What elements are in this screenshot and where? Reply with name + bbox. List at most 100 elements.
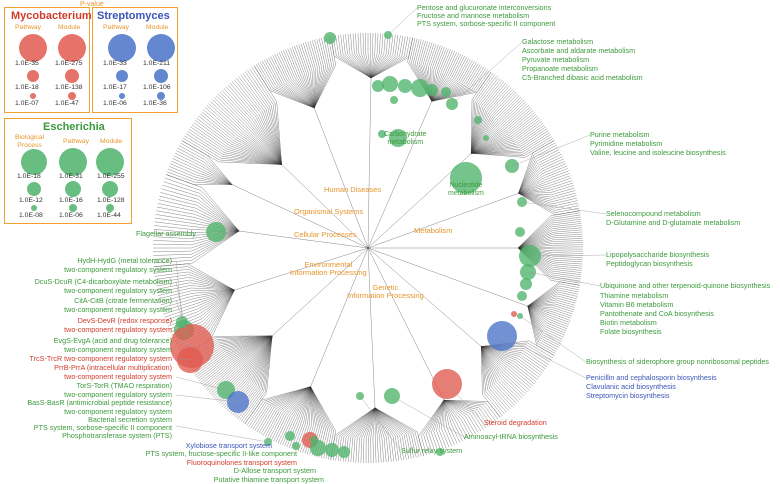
enrichment-bubble: [382, 76, 398, 92]
legend-strep-val: 1.0E-211: [143, 60, 171, 67]
legend-mycobacterium: Mycobacterium Pathway Module 1.0E-35 1.0…: [4, 7, 92, 113]
legend-myco-val: 1.0E-275: [55, 60, 83, 67]
legend-size-circle: [65, 181, 81, 197]
pathway-label: Penicillin and cephalosporin biosynthesi…: [586, 373, 717, 382]
enrichment-bubble: [441, 87, 451, 97]
label-connector: [175, 299, 187, 331]
enrichment-bubble: [450, 162, 482, 194]
label-connector: [446, 383, 485, 424]
legend-size-circle: [21, 149, 47, 175]
legend-strep-val: 1.0E-33: [103, 60, 127, 67]
legend-size-circle: [58, 34, 86, 62]
label-connector: [391, 395, 465, 438]
pathway-label: D-Glutamine and D-glutamate metabolism: [606, 218, 741, 227]
enrichment-bubble: [285, 431, 295, 441]
legend-esch-col-pathway: Pathway: [63, 138, 90, 145]
enrichment-bubble: [483, 135, 489, 141]
legend-strep-val: 1.0E-36: [143, 100, 167, 107]
pathway-label: Biosynthesis of siderophore group nonrib…: [586, 357, 769, 366]
left-pathway-label: Bacterial secretion system: [88, 415, 172, 424]
left-pathway-label: two-component regulatory system: [64, 372, 172, 381]
pathway-label: Selenocompound metabolism: [606, 209, 701, 218]
label-connector: [519, 315, 587, 363]
legend-strep-val: 1.0E-17: [103, 84, 127, 91]
label-connector: [521, 201, 607, 215]
label-connector: [529, 254, 607, 257]
left-pathway-label: DevS-DevR (redox response): [77, 316, 172, 325]
legend-size-circle: [147, 34, 175, 62]
legend-size-circle: [119, 93, 125, 99]
label-connector: [511, 134, 591, 167]
legend-size-circle: [27, 70, 39, 82]
pathway-label: Clavulanic acid biosynthesis: [586, 382, 676, 391]
label-connector: [175, 320, 191, 341]
legend-strep-val: 1.0E-06: [103, 100, 127, 107]
pathway-label: Ascorbate and aldarate metabolism: [522, 46, 636, 55]
legend-size-circle: [157, 92, 165, 100]
legend-esch-val: 1.0E-16: [59, 197, 83, 204]
legend-esch-col-module: Module: [100, 138, 123, 145]
label-connector: [175, 394, 239, 403]
left-pathway-label: two-component regulatory system: [64, 305, 172, 314]
label-connector: [501, 335, 587, 379]
left-pathway-label: two-component regulatory system: [64, 345, 172, 354]
legend-esch-val: 1.0E-06: [59, 212, 83, 219]
enrichment-bubble: [324, 32, 336, 44]
legend-myco-col-module: Module: [58, 24, 81, 31]
label-connector: [175, 425, 269, 443]
legend-streptomyces-title: Streptomyces: [97, 10, 170, 22]
enrichment-bubble: [372, 80, 384, 92]
legend-esch-val: 1.0E-08: [19, 212, 43, 219]
pathway-label: Galactose metabolism: [522, 37, 594, 46]
bottom-pathway-label: PTS system, fructose-specific II-like co…: [145, 449, 297, 458]
legend-strep-val: 1.0E-106: [143, 84, 171, 91]
legend-size-circle: [106, 204, 114, 212]
enrichment-bubble: [338, 446, 350, 458]
category-human-diseases: Human Diseases: [324, 185, 382, 194]
label-connector: [175, 280, 185, 323]
left-pathway-label: PrrB-PrrA (intracellular multiplication): [54, 363, 172, 372]
legend-myco-val: 1.0E-35: [15, 60, 39, 67]
enrichment-bubble: [389, 129, 407, 147]
label-connector: [175, 340, 193, 347]
legend-esch-val: 1.0E-18: [17, 173, 41, 180]
label-connector: [451, 41, 523, 105]
enrichment-bubble: [515, 227, 525, 237]
bottom-pathway-label: D-Allose transport system: [233, 466, 316, 475]
pathway-label: Peptidoglycan biosynthesis: [606, 259, 693, 268]
legend-size-circle: [96, 148, 124, 176]
left-pathway-label: TorS-TorR (TMAO respiration): [76, 381, 172, 390]
category-nucleotide: Nucleotide metabolism: [448, 182, 484, 197]
legend-size-circle: [102, 181, 118, 197]
legend-myco-val: 1.0E-47: [55, 100, 79, 107]
category-metabolism: Metabolism: [414, 226, 453, 235]
legend-size-circle: [27, 182, 41, 196]
enrichment-bubble: [474, 116, 482, 124]
left-pathway-label: two-component regulatory system: [64, 407, 172, 416]
label-connector: [387, 7, 418, 36]
label-connector: [527, 271, 601, 287]
label-connector: [215, 231, 236, 235]
left-pathway-label: Phosphotransferase system (PTS): [62, 431, 172, 440]
tree-branches: [152, 32, 584, 464]
enrichment-bubble: [411, 79, 429, 97]
legend-escherichia: Escherichia Biological Process Pathway M…: [4, 118, 132, 224]
left-pathway-label: HydH-HydG (metal tolerance): [77, 256, 172, 265]
category-genetic: Genetic Information Processing: [347, 283, 424, 300]
legend-esch-val: 1.0E-12: [19, 197, 43, 204]
legend-esch-val: 1.0E-31: [59, 173, 83, 180]
pathway-label: Thiamine metabolism: [600, 291, 669, 300]
legend-size-circle: [68, 92, 76, 100]
pathway-label: Purine metabolism: [590, 130, 650, 139]
pathway-label: Ubiquinone and other terpenoid-quinone b…: [600, 281, 771, 290]
label-connector: [175, 376, 227, 391]
legend-size-circle: [19, 34, 47, 62]
legend-esch-val: 1.0E-44: [97, 212, 121, 219]
category-environmental: Environmental Information Processing: [290, 260, 367, 277]
legend-esch-col-bioprocess: Biological Process: [15, 134, 45, 149]
left-pathway-label: two-component regulatory system: [64, 390, 172, 399]
category-organismal-systems: Organismal Systems: [294, 207, 364, 216]
legend-strep-col-module: Module: [146, 24, 169, 31]
